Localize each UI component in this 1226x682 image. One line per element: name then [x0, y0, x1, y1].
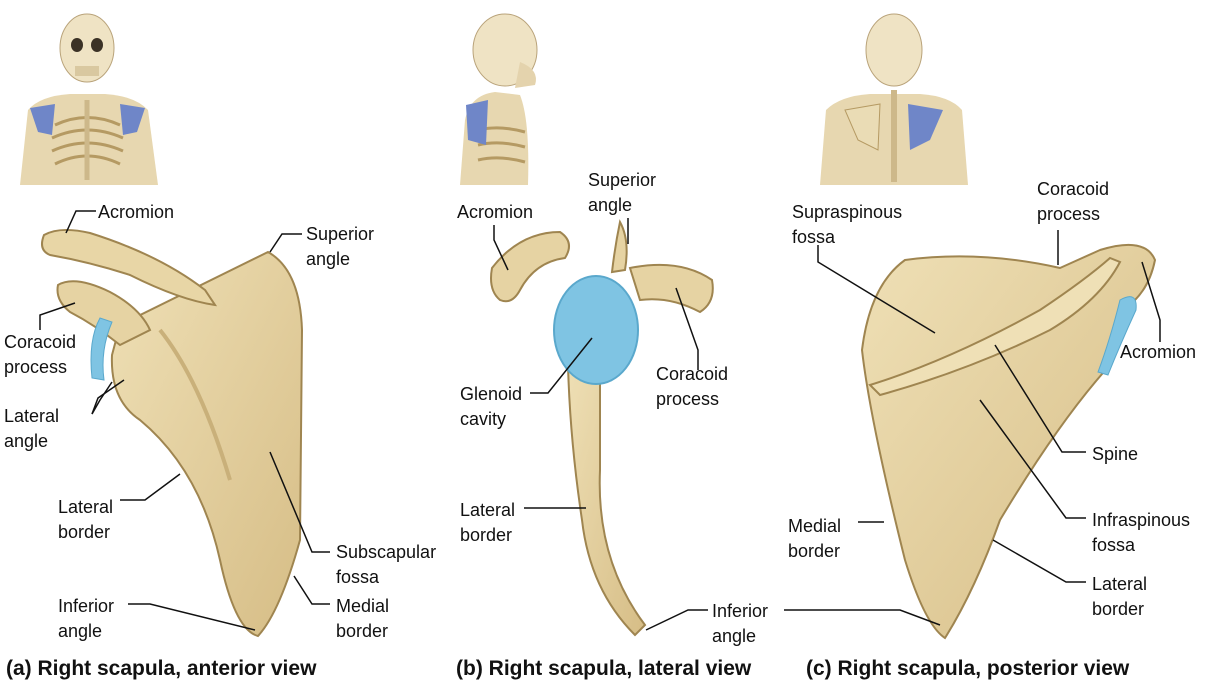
label-b-inferior-angle: Inferior angle	[712, 601, 769, 646]
label-b-acromion: Acromion	[457, 202, 534, 222]
thumbnail-anterior	[10, 2, 165, 188]
label-a-inferior-angle: Inferior angle	[58, 596, 115, 641]
label-a-medial-border: Medial border	[336, 596, 390, 641]
caption-lateral-view: (b) Right scapula, lateral view	[456, 657, 752, 680]
label-b-lateral-border: Lateral border	[460, 500, 516, 545]
label-a-acromion: Acromion	[98, 202, 175, 222]
label-c-supraspinous-fossa: Supraspinous fossa	[792, 202, 903, 247]
caption-anterior-view: (a) Right scapula, anterior view	[6, 657, 317, 680]
leader-lines	[39, 210, 1161, 631]
label-a-coracoid-process: Coracoid process	[4, 332, 77, 377]
label-c-infraspinous-fossa: Infraspinous fossa	[1092, 510, 1191, 555]
label-c-coracoid-process: Coracoid process	[1037, 179, 1110, 224]
scapula-lateral	[490, 219, 714, 637]
label-c-acromion: Acromion	[1120, 342, 1197, 362]
label-c-lateral-border: Lateral border	[1092, 574, 1148, 619]
label-a-lateral-angle: Lateral angle	[4, 406, 60, 451]
label-c-medial-border: Medial border	[788, 516, 842, 561]
label-a-superior-angle: Superior angle	[306, 224, 375, 269]
label-a-subscapular-fossa: Subscapular fossa	[336, 542, 437, 587]
thumbnail-posterior	[820, 13, 968, 185]
label-a-lateral-border: Lateral border	[58, 497, 114, 542]
label-c-spine: Spine	[1092, 444, 1139, 464]
label-b-superior-angle: Superior angle	[588, 170, 657, 215]
scapula-anterior	[41, 229, 304, 638]
caption-posterior-view: (c) Right scapula, posterior view	[806, 657, 1130, 680]
label-b-glenoid-cavity: Glenoid cavity	[460, 384, 523, 429]
thumbnail-lateral	[460, 13, 538, 185]
label-b-coracoid-process: Coracoid process	[656, 364, 729, 409]
scapula-posterior	[860, 243, 1157, 640]
